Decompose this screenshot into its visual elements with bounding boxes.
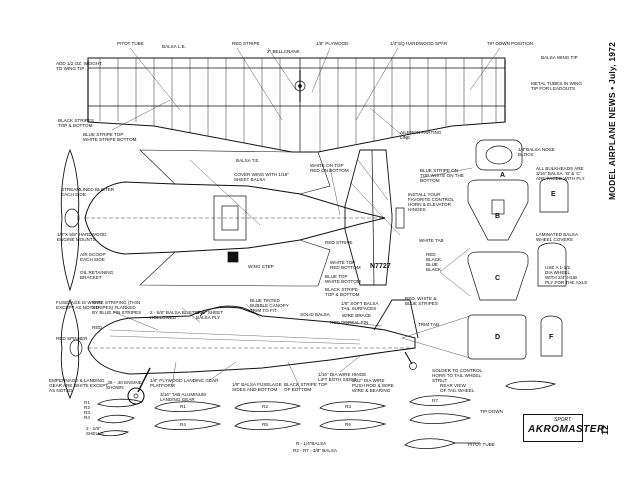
rib-r4: R4 (180, 422, 186, 427)
label-balsa-fuse-sides: 1/8" BALSA FUSELAGE SIDES AND BOTTOM (232, 382, 282, 392)
magazine-issue: July, 1972 (607, 41, 617, 84)
label-pitot-tube: PITOT TUBE (117, 41, 144, 46)
letter-d: D (495, 334, 501, 341)
label-add-weight: ADD 1/2 OZ. WEIGHT TO WING TIP (56, 61, 102, 71)
label-cover-wing: COVER WING WITH 1/16" SHEET BALSA (234, 172, 289, 182)
label-rear-view: REAR VIEW OF TAIL WHEEL (440, 383, 475, 393)
label-blue-top-white-bottom: BLUE TOP WHITE BOTTOM (325, 274, 361, 284)
wing-plan (87, 47, 506, 153)
label-oil-bracket: OIL RETAINING BRACKET (80, 270, 114, 280)
label-blue-tinted-canopy: BLUE TINTED BUBBLE CANOPY TRIM TO FIT (250, 298, 289, 313)
label-registration: N7727 (370, 263, 391, 270)
label-red-white-blue-stripes: RED, WHITE & BLUE STRIPES (405, 296, 438, 306)
title-name: AKROMASTER (528, 424, 605, 435)
label-black-stripe-top-bottom: BLACK STRIPE TOP & BOTTOM (325, 287, 360, 297)
label-red: RED (92, 325, 102, 330)
label-black-stripes: BLACK STRIPES TOP & BOTTOM (58, 118, 94, 128)
magazine-header-text: MODEL AIRPLANE NEWS • July, 1972 (607, 41, 617, 200)
label-ply-gear: 1/8" PLYWOOD LANDING GEAR PLATFORM (150, 378, 219, 388)
label-wire-gear: 3/32" DIA WIRE PUSH ROD & WIRE WIRE & BE… (352, 378, 394, 393)
label-install-control: INSTALL YOUR FAVORITE CONTROL HORN & ELE… (408, 192, 455, 212)
label-aileron-line: AILERON PARTING LINE (400, 130, 442, 140)
letter-c: C (495, 275, 501, 282)
label-hardwood-spar: 1/4"SQ HARDWOOD SPAR (390, 41, 448, 46)
fuselage-side-view (60, 298, 419, 405)
label-laminated-covers: LAMINATED BALSA WHEEL COVERS (536, 232, 579, 242)
rib-r2: R2 (262, 404, 268, 409)
label-rib-r: R - 1/4"BALSA (296, 441, 327, 446)
label-air-scoop: AIR SCOOP EACH SIDE (80, 252, 106, 262)
label-bellcrank: 2" BELLCRANK (267, 49, 300, 54)
rib-r7: R7 (432, 398, 438, 403)
label-bulkheads: ALL BULKHEADS ARE 3/16" BALSA. 'B' & 'C'… (536, 166, 585, 181)
label-white-top-red-bottom-wing: WHITE ON TOP RED ON BOTTOM (310, 163, 349, 173)
bulkhead-details (401, 139, 569, 360)
label-shells: 2 - 1/8" SHELLS (86, 426, 104, 436)
label-metal-tubes: METAL TUBES IN WING TIP FOR LEADOUTS (531, 81, 582, 91)
label-nose-block: 1/4"BALSA NOSE BLOCK (518, 147, 555, 157)
letter-b: B (495, 213, 501, 220)
label-fuselage-white: FUSELAGE IS WHITE EXCEPT AS NOTED (56, 300, 103, 310)
label-red-black-blue: RED BLACK BLUE BLACK (426, 252, 442, 272)
label-red-dorsal-fin: RED DORSAL FIN (330, 320, 369, 325)
label-black-stripe-top: BLACK STRIPE TOP OF BOTTOM (284, 382, 328, 392)
label-tail-surfaces: 1/8" SOFT BALSA TAIL SURFACES (341, 301, 379, 311)
label-balsa-le: BALSA L.E. (162, 44, 187, 49)
label-balsa-te: BALSA T.E. (236, 158, 260, 163)
label-wheel-note: USE A 1-1/2 DIA WHEEL WITH 3/4" HUB PLY … (545, 265, 588, 285)
rib-r1: R1 (180, 404, 186, 409)
letter-a: A (500, 172, 506, 179)
label-white-top-red-bottom: WHITE TOP RED BOTTOM (330, 260, 361, 270)
rib-r3: R3 (345, 404, 351, 409)
label-empennage: EMPENNAGE & LANDING GEAR ARE WHITE EXCEP… (49, 378, 109, 393)
label-hardwood-mounts: 1/2"x 5/8" HARDWOOD ENGINE MOUNTS (57, 232, 107, 242)
label-red-stripe-wing: RED STRIPE (232, 41, 260, 46)
label-tip-down: TIP DOWN POSITION (487, 41, 534, 46)
title-block: SPORT AKROMASTER (523, 414, 604, 442)
label-balsa-wing-tip: BALSA WING TIP (541, 55, 578, 60)
page-number: 12 (600, 424, 611, 436)
label-red-stripe-fuse: RED STRIPE (325, 240, 353, 245)
label-wing-step: WING STEP (248, 264, 274, 269)
label-wire-hinge: 1/16" DIA WIRE HINGE LIFT BOTH SIDES (318, 372, 367, 382)
rib-list-left: R1 R2 R3 R4 (84, 400, 90, 420)
label-wire-brace: WIRE BRACE (342, 313, 372, 318)
label-white-tab: WHITE TAB (419, 238, 444, 243)
label-rib-r2-r7: R2 - R7 - 3/8" BALSA (293, 448, 338, 453)
label-alum-gear: 3/16" TAB ALUMINUM LANDING GEAR (160, 392, 206, 402)
letter-f: F (549, 334, 554, 341)
label-pitot-detail: PITOT TUBE (468, 442, 495, 447)
label-tip-down-detail: TIP DOWN (480, 409, 503, 414)
label-streamlined-blister: STREAMLINED BLISTER EACH SIDE (61, 187, 115, 197)
label-trim-tab: TRIM TAB (418, 322, 440, 327)
label-red-spinner: RED SPINNER (56, 336, 88, 341)
label-blue-stripe-wing: BLUE STRIPE TOP WHITE STRIPE BOTTOM (83, 132, 137, 142)
label-solder-control: SOLDER TO CONTROL HORN TO TAIL WHEEL STR… (432, 368, 483, 383)
magazine-name: MODEL AIRPLANE NEWS (607, 92, 617, 200)
label-sheet-balsa: 1/16" SHEET BALSA PLY (196, 310, 224, 320)
label-engine: .35 - .40 ENGINE SHOWN (106, 380, 142, 390)
rib-sections (96, 380, 557, 449)
label-tape-striping: TAPE STRIPING (THIN STRIPES) FLANKED BY … (92, 300, 142, 315)
label-blister: 2 - 5/8" BALSA BLISTERS HOLLOWED (150, 310, 204, 320)
letter-e: E (551, 191, 556, 198)
rib-r6: R6 (345, 422, 351, 427)
rib-r5: R5 (262, 422, 268, 427)
fuselage-top-view (60, 148, 405, 292)
label-solid-balsa: SOLID BALSA (300, 312, 330, 317)
label-blue-stripe-on-top: BLUE STRIPE ON TOP WHITE ON THE BOTTOM (420, 168, 464, 183)
title-prefix: SPORT (554, 417, 572, 423)
label-plywood: 1/8" PLYWOOD (316, 41, 349, 46)
